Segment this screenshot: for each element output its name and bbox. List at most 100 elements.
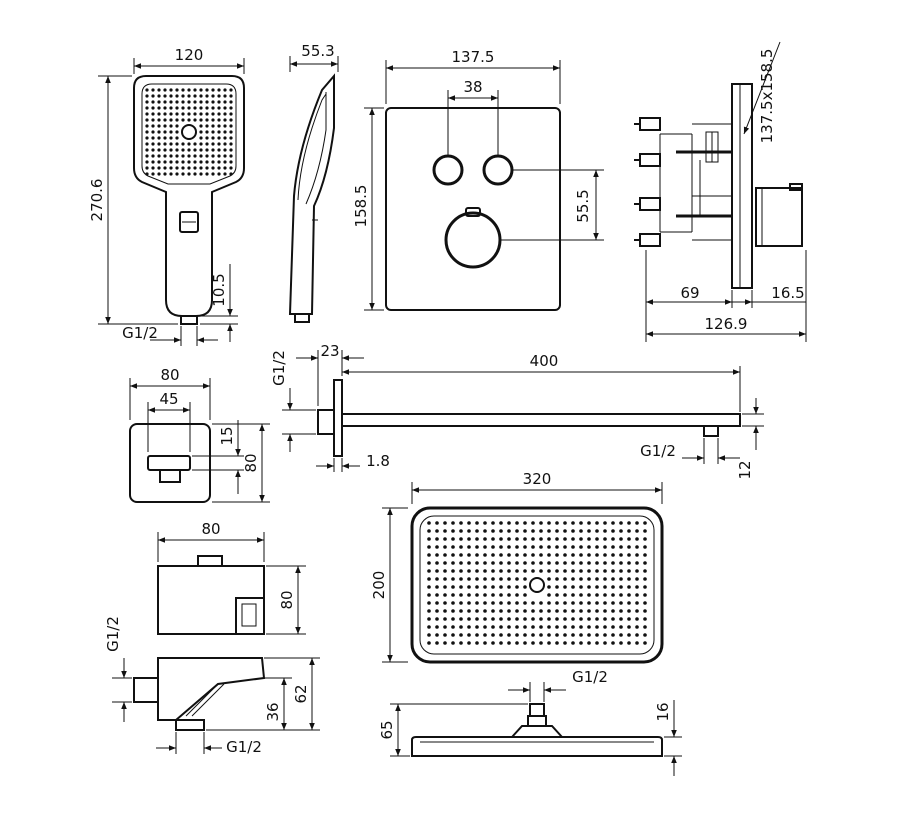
spray-nozzle: [579, 521, 583, 525]
spray-nozzle: [169, 160, 173, 164]
spray-nozzle: [635, 585, 639, 589]
spray-nozzle: [611, 625, 615, 629]
spray-nozzle: [217, 88, 221, 92]
spray-nozzle: [579, 585, 583, 589]
spray-nozzle: [187, 160, 191, 164]
spray-nozzle: [643, 537, 647, 541]
spray-nozzle: [619, 585, 623, 589]
spray-nozzle: [603, 609, 607, 613]
spray-nozzle: [619, 577, 623, 581]
spray-nozzle: [635, 521, 639, 525]
spray-nozzle: [181, 106, 185, 110]
spray-nozzle: [459, 641, 463, 645]
spray-nozzle: [435, 569, 439, 573]
spray-nozzle: [217, 136, 221, 140]
spray-nozzle: [223, 142, 227, 146]
spray-nozzle: [229, 94, 233, 98]
spray-nozzle: [619, 633, 623, 637]
overhead-depth-label: 200: [370, 571, 388, 600]
spray-nozzle: [229, 130, 233, 134]
spray-nozzle: [627, 617, 631, 621]
spray-nozzle: [199, 136, 203, 140]
spray-nozzle: [483, 521, 487, 525]
spray-nozzle: [627, 585, 631, 589]
spray-nozzle: [427, 545, 431, 549]
spray-nozzle: [499, 577, 503, 581]
spray-nozzle: [229, 112, 233, 116]
spray-nozzle: [205, 112, 209, 116]
spray-nozzle: [169, 100, 173, 104]
spray-nozzle: [595, 593, 599, 597]
spray-nozzle: [169, 88, 173, 92]
spray-nozzle: [199, 130, 203, 134]
spray-nozzle: [145, 166, 149, 170]
spray-nozzle: [619, 569, 623, 573]
spray-nozzle: [205, 130, 209, 134]
spray-nozzle: [199, 172, 203, 176]
spray-nozzle: [523, 585, 527, 589]
spray-nozzle: [483, 633, 487, 637]
spray-nozzle: [163, 160, 167, 164]
spray-nozzle: [539, 521, 543, 525]
spray-nozzle: [187, 166, 191, 170]
spray-nozzle: [563, 593, 567, 597]
spray-nozzle: [205, 148, 209, 152]
spray-nozzle: [611, 633, 615, 637]
spray-nozzle: [523, 545, 527, 549]
spray-nozzle: [193, 118, 197, 122]
spray-nozzle: [587, 553, 591, 557]
spray-nozzle: [515, 545, 519, 549]
spray-nozzle: [467, 537, 471, 541]
spray-nozzle: [635, 537, 639, 541]
spray-nozzle: [427, 553, 431, 557]
spray-nozzle: [199, 166, 203, 170]
spray-nozzle: [603, 577, 607, 581]
spray-nozzle: [587, 561, 591, 565]
spray-nozzle: [611, 601, 615, 605]
spray-nozzle: [587, 617, 591, 621]
spray-nozzle: [205, 88, 209, 92]
spray-nozzle: [145, 100, 149, 104]
spray-nozzle: [539, 561, 543, 565]
spray-nozzle: [435, 601, 439, 605]
spray-nozzle: [595, 561, 599, 565]
spray-nozzle: [427, 585, 431, 589]
spray-nozzle: [157, 154, 161, 158]
spray-nozzle: [571, 577, 575, 581]
spray-nozzle: [205, 100, 209, 104]
spray-nozzle: [491, 633, 495, 637]
spray-nozzle: [163, 142, 167, 146]
spray-nozzle: [193, 172, 197, 176]
thermostat-plate: [385, 107, 561, 311]
spray-nozzle: [217, 166, 221, 170]
spray-nozzle: [151, 166, 155, 170]
spray-nozzle: [217, 118, 221, 122]
spray-nozzle: [563, 633, 567, 637]
hand-shower-dimensions: 120 270.6 10.5 G1/2: [88, 46, 245, 346]
spray-nozzle: [635, 569, 639, 573]
spray-nozzle: [627, 529, 631, 533]
spray-nozzle: [435, 617, 439, 621]
spray-nozzle: [451, 633, 455, 637]
spray-nozzle: [451, 625, 455, 629]
spray-nozzle: [229, 172, 233, 176]
spray-nozzle: [163, 154, 167, 158]
spray-nozzle: [193, 142, 197, 146]
spray-nozzle: [643, 625, 647, 629]
spray-nozzle: [223, 160, 227, 164]
spray-nozzle: [211, 130, 215, 134]
spray-nozzle: [619, 521, 623, 525]
spray-nozzle: [175, 106, 179, 110]
spray-nozzle: [475, 625, 479, 629]
spray-nozzle: [515, 617, 519, 621]
hand-shower-side-dimensions: 55.3: [289, 42, 339, 72]
spray-nozzle: [223, 94, 227, 98]
spray-nozzle: [187, 94, 191, 98]
spray-nozzle: [611, 577, 615, 581]
spray-nozzle: [475, 553, 479, 557]
spray-nozzle: [587, 545, 591, 549]
spray-nozzle: [205, 106, 209, 110]
spray-nozzle: [199, 106, 203, 110]
spray-nozzle: [619, 593, 623, 597]
spray-nozzle: [523, 625, 527, 629]
